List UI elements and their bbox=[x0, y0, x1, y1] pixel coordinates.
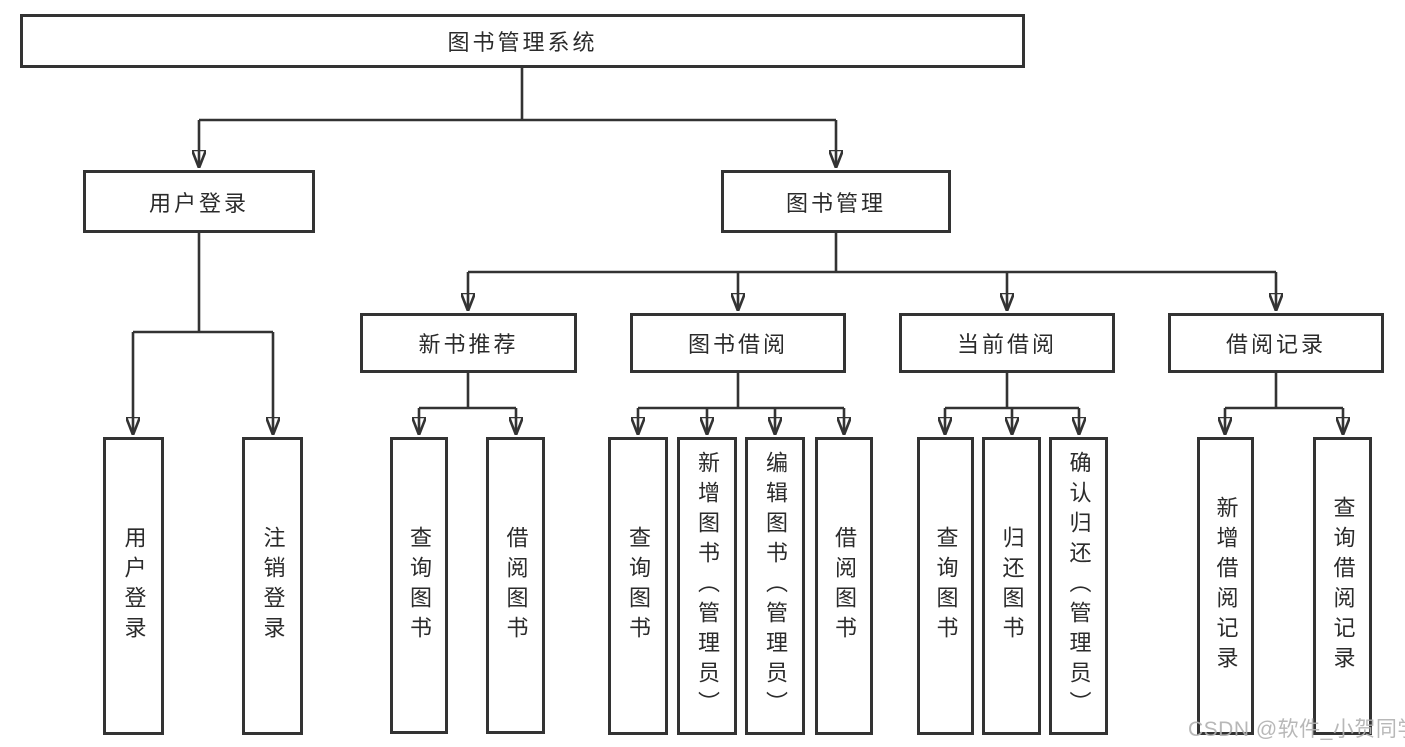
node-return-books: 归还图书 bbox=[982, 437, 1041, 735]
node-add-book-admin: 新增图书（管理员） bbox=[677, 437, 737, 735]
node-label: 查询图书 bbox=[407, 525, 432, 646]
node-add-borrow-record: 新增借阅记录 bbox=[1197, 437, 1254, 735]
node-new-book-recommendation: 新书推荐 bbox=[360, 313, 577, 373]
node-edit-book-admin: 编辑图书（管理员） bbox=[745, 437, 805, 735]
node-query-borrow-record: 查询借阅记录 bbox=[1313, 437, 1372, 735]
node-query-books-2: 查询图书 bbox=[608, 437, 668, 735]
node-label: 编辑图书（管理员） bbox=[763, 451, 788, 721]
node-book-borrowing: 图书借阅 bbox=[630, 313, 846, 373]
node-query-books-3: 查询图书 bbox=[917, 437, 974, 735]
node-label: 注销登录 bbox=[260, 526, 286, 646]
node-logout: 注销登录 bbox=[242, 437, 303, 735]
node-current-borrowing: 当前借阅 bbox=[899, 313, 1115, 373]
node-label: 确认归还（管理员） bbox=[1066, 451, 1092, 721]
node-label: 查询图书 bbox=[626, 526, 651, 646]
node-label: 用户登录 bbox=[121, 526, 147, 646]
csdn-watermark: CSDN @软件_小贺同学 bbox=[1188, 718, 1405, 741]
node-label: 查询图书 bbox=[933, 526, 959, 646]
node-user-login-branch: 用户登录 bbox=[83, 170, 315, 233]
node-label: 新增借阅记录 bbox=[1213, 496, 1239, 676]
node-query-books-1: 查询图书 bbox=[390, 437, 448, 734]
node-book-management-branch: 图书管理 bbox=[721, 170, 951, 233]
node-user-login: 用户登录 bbox=[103, 437, 164, 735]
node-confirm-return-admin: 确认归还（管理员） bbox=[1049, 437, 1108, 735]
node-borrow-books-2: 借阅图书 bbox=[815, 437, 873, 735]
node-label: 借阅图书 bbox=[832, 526, 857, 646]
node-library-management-system: 图书管理系统 bbox=[20, 14, 1025, 68]
node-label: 借阅图书 bbox=[503, 525, 529, 646]
node-label: 归还图书 bbox=[999, 526, 1025, 646]
node-borrowing-records: 借阅记录 bbox=[1168, 313, 1384, 373]
node-label: 新增图书（管理员） bbox=[695, 451, 720, 721]
node-borrow-books-1: 借阅图书 bbox=[486, 437, 545, 734]
node-label: 查询借阅记录 bbox=[1330, 496, 1356, 676]
